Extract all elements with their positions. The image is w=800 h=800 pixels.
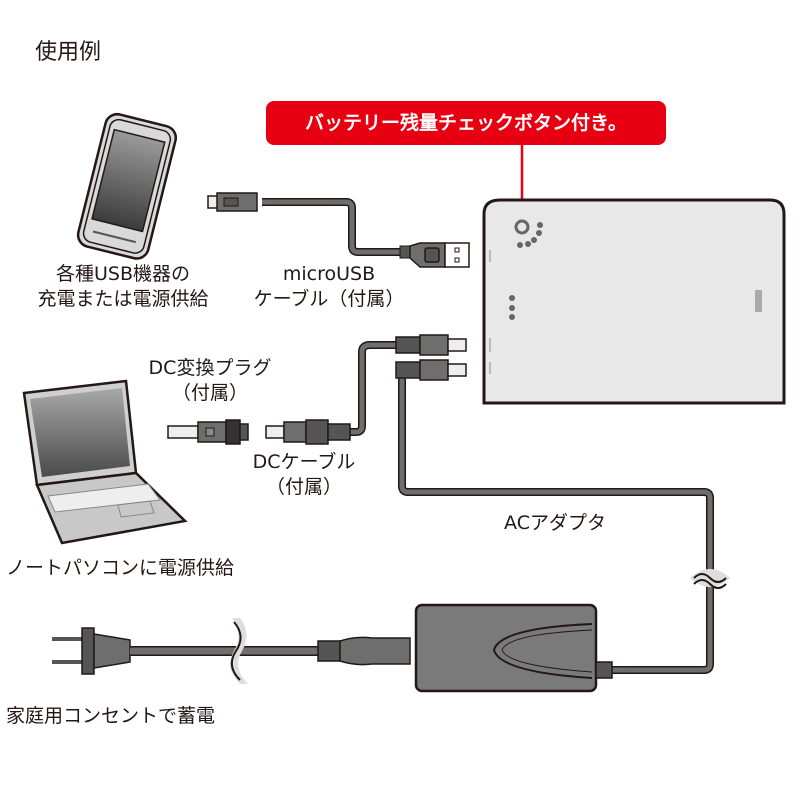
micro-usb-label-line1: microUSB xyxy=(282,263,376,285)
usb-a-plug-icon xyxy=(399,242,470,268)
dc-cable-label-line1: DCケーブル xyxy=(252,451,356,473)
dc-plug-laptop-end-icon xyxy=(265,419,351,445)
ac-dc-plug-icon xyxy=(395,359,467,381)
dc-plug-label-line1: DC変換プラグ xyxy=(148,357,272,379)
cable-break-symbol-icon xyxy=(690,569,730,589)
home-outlet-label: 家庭用コンセントで蓄電 xyxy=(6,705,216,727)
mobile-battery-device xyxy=(482,198,786,405)
dc-cable-label-line2: （付属） xyxy=(265,476,342,498)
input-port-marking-icon xyxy=(489,362,491,374)
dc-cable-label: DCケーブル （付属） xyxy=(234,450,374,500)
dc-plug-device-end-icon xyxy=(395,334,467,356)
laptop-icon xyxy=(22,379,188,545)
micro-usb-plug-icon xyxy=(207,192,258,212)
battery-check-button-icon xyxy=(514,219,530,235)
micro-usb-cable xyxy=(207,192,470,268)
micro-usb-cable-label: microUSB ケーブル（付属） xyxy=(244,262,414,312)
dc-plug-label: DC変換プラグ （付属） xyxy=(130,356,290,406)
laptop-power-label: ノートパソコンに電源供給 xyxy=(6,557,235,579)
ac-adapter-label: ACアダプタ xyxy=(504,512,606,534)
cord-break-symbol-icon xyxy=(230,618,248,684)
usb-port-marking-icon xyxy=(489,250,491,262)
ac-adapter-brick-icon xyxy=(414,603,613,693)
dc-conversion-plug-icon xyxy=(167,419,249,445)
ac-adapter-cable xyxy=(395,359,730,674)
battery-check-callout: バッテリー残量チェックボタン付き。 xyxy=(266,101,666,145)
usb-devices-label: 各種USB機器の 充電または電源供給 xyxy=(8,262,238,312)
status-leds-icon xyxy=(509,295,515,320)
smartphone-icon xyxy=(76,112,178,260)
dc-plug-label-line2: （付属） xyxy=(171,382,248,404)
micro-usb-label-line2: ケーブル（付属） xyxy=(253,288,405,310)
output-port-marking-icon xyxy=(489,338,491,352)
power-cord xyxy=(130,618,411,684)
usb-devices-label-line2: 充電または電源供給 xyxy=(37,288,209,310)
battery-level-leds-icon xyxy=(517,222,543,248)
wall-plug-icon xyxy=(52,627,131,675)
brand-logo-icon xyxy=(755,290,762,312)
usb-devices-label-line1: 各種USB機器の xyxy=(55,263,190,285)
page-title: 使用例 xyxy=(35,40,102,65)
dc-cable xyxy=(265,334,467,445)
